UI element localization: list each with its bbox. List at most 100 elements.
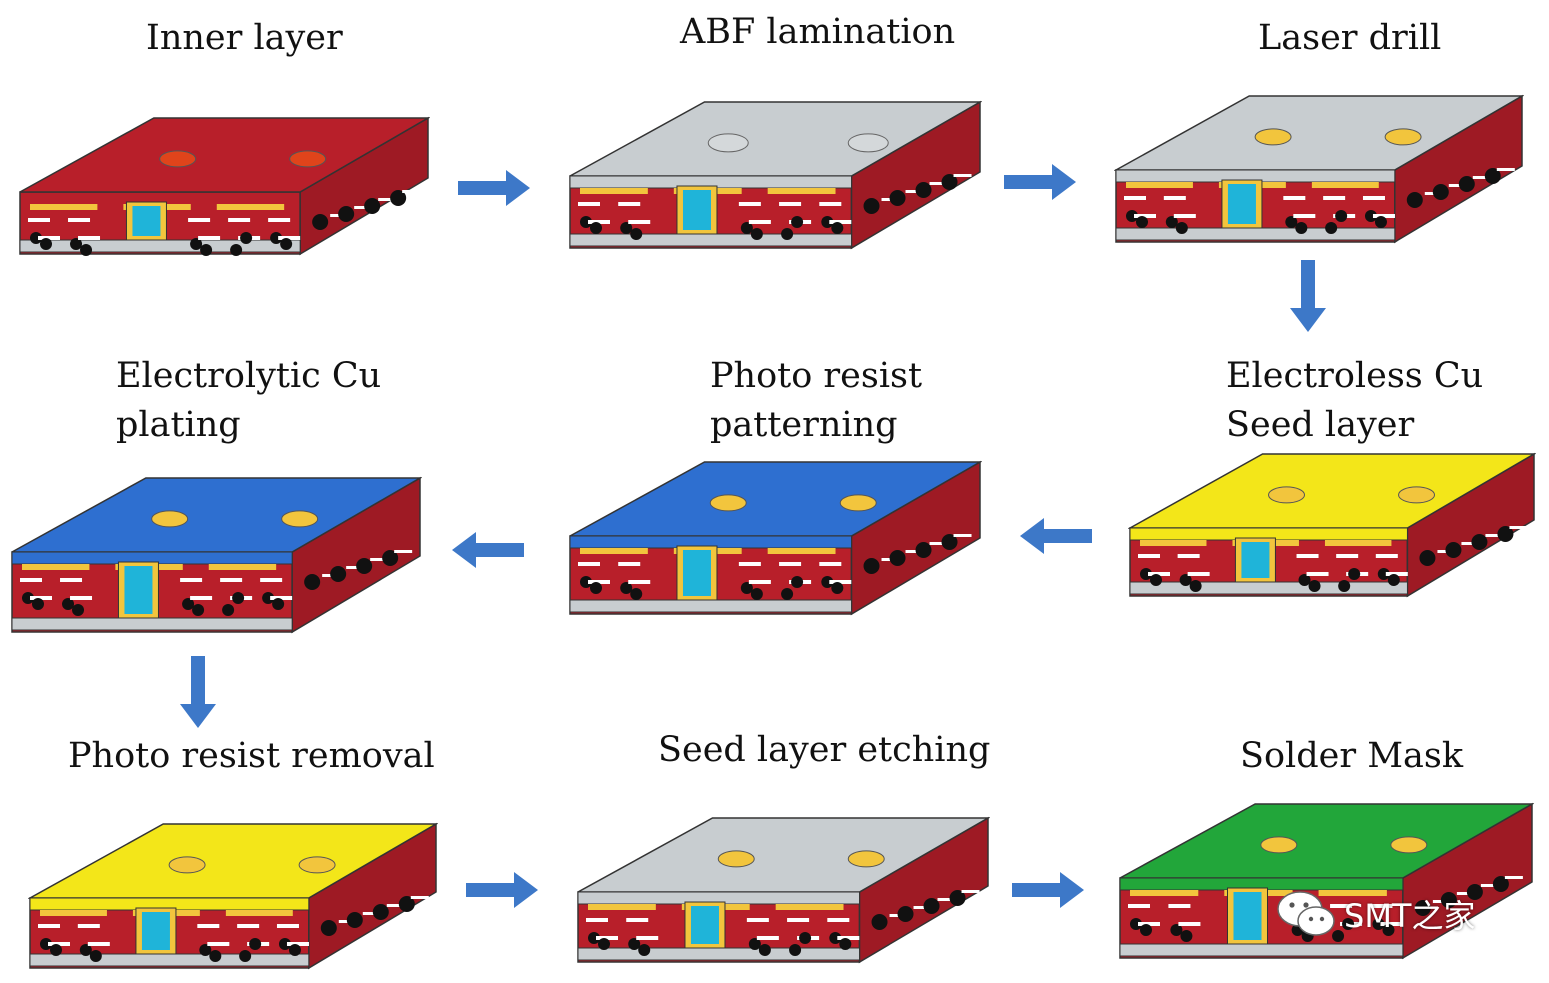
via-fill	[1233, 892, 1262, 940]
arrow-left-2-icon	[452, 532, 524, 568]
resin-filler	[750, 228, 763, 240]
resin-filler	[40, 938, 52, 950]
glass-fiber	[787, 918, 810, 922]
glass-fiber	[1293, 214, 1316, 218]
bottom-layer	[1119, 943, 1404, 957]
copper-pad	[225, 910, 293, 916]
glass-fiber	[1306, 572, 1329, 576]
glass-fiber	[276, 924, 299, 928]
glass-fiber	[1187, 572, 1210, 576]
resin-filler	[1140, 924, 1152, 936]
glass-fiber	[578, 562, 600, 566]
resin-filler	[70, 238, 83, 250]
glass-fiber	[618, 562, 641, 566]
side-fiber	[953, 174, 972, 177]
resin-filler	[62, 598, 75, 610]
via-fill	[124, 566, 153, 614]
resin-filler	[580, 576, 592, 588]
step-label-photo-resist-patterning: Photo resist patterning	[710, 356, 923, 445]
resin-filler	[1325, 222, 1338, 234]
glass-fiber	[746, 918, 769, 922]
glass-fiber	[1148, 572, 1170, 576]
resin-filler	[1189, 580, 1202, 592]
block-photo-resist-removal	[28, 822, 438, 970]
glass-fiber	[70, 596, 93, 600]
resin-filler	[1140, 568, 1152, 580]
glass-fiber	[837, 936, 860, 940]
top-pad	[289, 150, 327, 168]
glass-fiber	[60, 578, 83, 582]
resin-filler	[1364, 210, 1377, 222]
resin-filler	[230, 244, 243, 256]
copper-pad	[22, 564, 90, 570]
side-fiber	[929, 542, 948, 545]
resin-filler	[190, 238, 203, 250]
side-fiber	[937, 898, 956, 901]
resin-filler	[200, 244, 213, 256]
top-pad	[839, 494, 877, 512]
block-seed-layer-etching	[577, 816, 990, 964]
side-filler	[372, 904, 389, 920]
resin-filler	[839, 938, 852, 950]
resin-filler	[199, 944, 212, 956]
block-inner-layer	[19, 116, 430, 256]
top-pad	[151, 510, 189, 528]
glass-fiber	[87, 942, 110, 946]
block-electroless-cu	[1128, 452, 1536, 598]
step-label-seed-layer-etching: Seed layer etching	[658, 730, 991, 770]
glass-fiber	[30, 596, 52, 600]
via-fill	[690, 906, 719, 944]
bottom-layer	[11, 617, 293, 631]
side-fiber	[354, 206, 373, 209]
side-filler	[871, 914, 888, 930]
block-laser-drill	[1114, 94, 1524, 244]
glass-fiber	[1370, 904, 1393, 908]
glass-fiber	[1375, 554, 1398, 558]
top-pad	[1398, 486, 1436, 504]
glass-fiber	[1178, 922, 1201, 926]
resin-filler	[750, 588, 763, 600]
resin-filler	[22, 592, 34, 604]
glass-fiber	[270, 596, 293, 600]
glass-fiber	[586, 918, 608, 922]
wechat-icon	[1277, 891, 1335, 936]
copper-pad	[767, 188, 836, 194]
side-fiber	[1496, 168, 1515, 171]
side-fiber	[1509, 526, 1528, 529]
step-label-solder-mask: Solder Mask	[1240, 736, 1464, 776]
glass-fiber	[578, 202, 600, 206]
side-fiber	[1456, 892, 1475, 895]
copper-pad	[1130, 890, 1199, 896]
resin-filler	[40, 238, 52, 250]
resin-filler	[192, 604, 205, 616]
resin-filler	[580, 216, 592, 228]
copper-pad	[1126, 182, 1193, 188]
side-fiber	[402, 190, 421, 193]
glass-fiber	[1336, 554, 1359, 558]
side-filler	[356, 558, 373, 574]
copper-pad	[1311, 182, 1379, 188]
via-fill	[682, 550, 711, 596]
top-pad	[709, 494, 747, 512]
glass-fiber	[748, 580, 771, 584]
resin-filler	[781, 228, 794, 240]
bottom-layer	[1115, 227, 1396, 241]
side-fiber	[961, 890, 980, 893]
resin-filler	[1335, 210, 1348, 222]
arrow-right-3-icon	[466, 872, 538, 908]
resin-filler	[590, 222, 602, 234]
resin-filler	[758, 944, 771, 956]
glass-fiber	[779, 562, 802, 566]
resin-filler	[80, 244, 93, 256]
bottom-layer	[19, 239, 301, 253]
resin-filler	[598, 938, 610, 950]
copper-pad	[580, 548, 648, 554]
glass-fiber	[207, 942, 230, 946]
side-fiber	[1472, 176, 1491, 179]
glass-fiber	[278, 236, 301, 240]
resin-filler	[89, 950, 102, 962]
resin-filler	[182, 598, 195, 610]
side-filler	[1440, 892, 1457, 908]
glass-fiber	[68, 218, 91, 222]
side-filler	[863, 198, 880, 214]
